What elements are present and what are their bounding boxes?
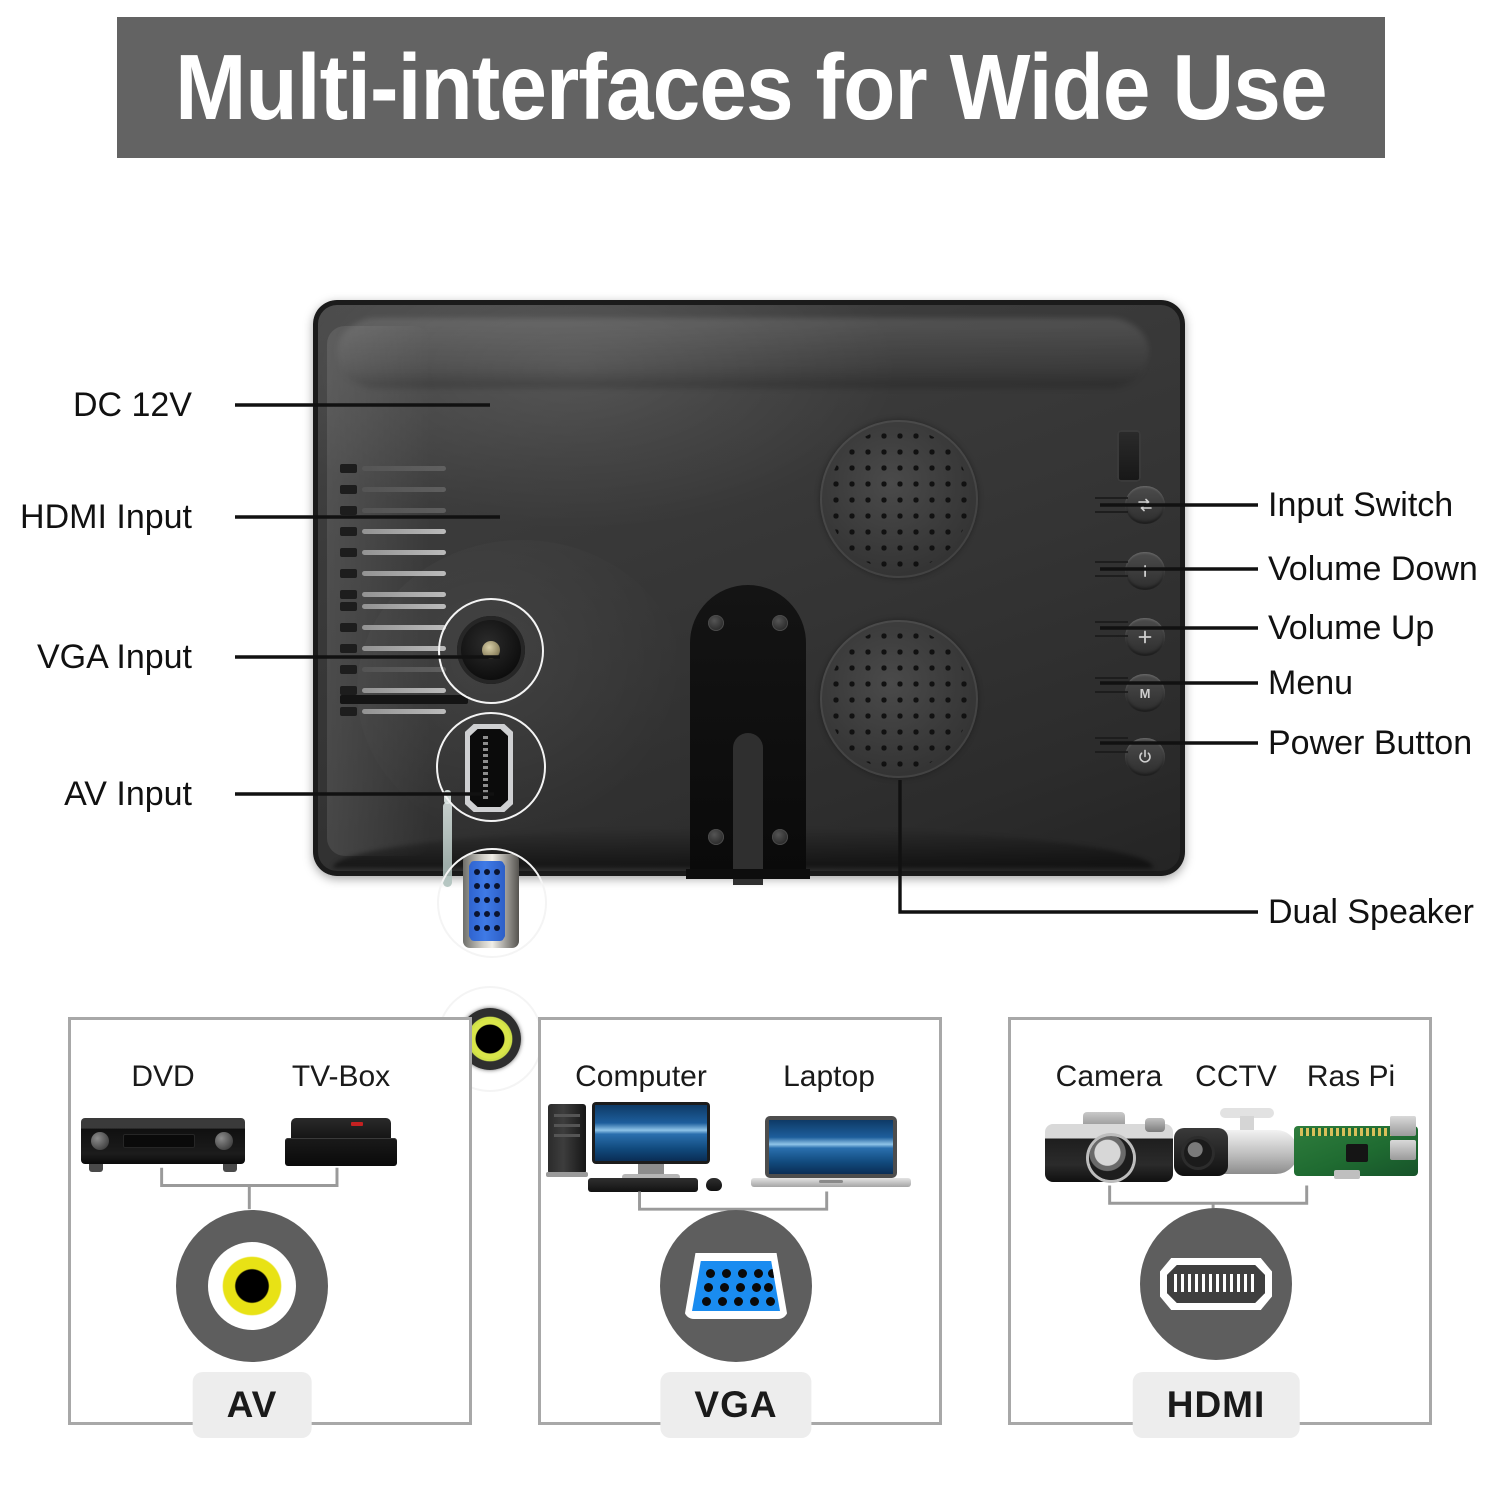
speaker-grille-top (820, 420, 978, 578)
device-name-laptop: Laptop (783, 1060, 875, 1093)
tv-box-icon (285, 1118, 397, 1170)
callout-label-av-input: AV Input (64, 775, 192, 813)
badge-vga: VGA (660, 1372, 812, 1438)
device-name-cctv: CCTV (1195, 1060, 1277, 1093)
speaker-hole-pattern (828, 628, 970, 770)
speaker-hole-pattern (828, 428, 970, 570)
dc-port-highlight-ring (438, 598, 544, 704)
page-title: Multi-interfaces for Wide Use (175, 35, 1327, 139)
stand-screw (708, 615, 724, 631)
volume-down-icon[interactable] (1125, 552, 1165, 590)
menu-m-icon[interactable]: M (1125, 674, 1165, 712)
callout-label-volume-down: Volume Down (1268, 550, 1478, 588)
callout-label-input-switch: Input Switch (1268, 486, 1454, 524)
callout-label-power-button: Power Button (1268, 724, 1473, 762)
stand-screw (708, 829, 724, 845)
callout-label-vga-input: VGA Input (37, 638, 192, 676)
stand-screw (772, 829, 788, 845)
vga-port-highlight-ring (437, 848, 547, 958)
panel-vga: Computer Laptop (538, 1017, 942, 1438)
monitor-stand-bracket (686, 585, 810, 885)
monitor-diagram: M (0, 250, 1500, 1092)
rca-composite-jack-icon (176, 1210, 328, 1362)
header-banner: Multi-interfaces for Wide Use (117, 17, 1385, 158)
badge-av: AV (192, 1372, 312, 1438)
callout-label-menu: Menu (1268, 664, 1354, 702)
hdmi-port-highlight-ring (436, 712, 546, 822)
stand-screw (772, 615, 788, 631)
raspberry-pi-icon (1294, 1112, 1418, 1182)
cctv-camera-icon (1174, 1108, 1304, 1184)
hdmi-connector-body (1160, 1258, 1272, 1310)
volume-up-icon[interactable] (1125, 618, 1165, 656)
callout-label-volume-up: Volume Up (1268, 609, 1435, 647)
badge-hdmi: HDMI (1132, 1372, 1300, 1438)
device-name-computer: Computer (575, 1060, 707, 1093)
speaker-grille-bottom (820, 620, 978, 778)
device-name-dvd: DVD (131, 1060, 195, 1093)
ir-sensor-window (1117, 430, 1141, 482)
vga-connector-icon (660, 1210, 812, 1362)
callout-label-dc-12v: DC 12V (72, 386, 192, 424)
callout-label-hdmi-input: HDMI Input (20, 498, 192, 536)
vent-underline (340, 695, 468, 704)
device-name-ras-pi: Ras Pi (1306, 1060, 1396, 1093)
device-name-tv-box: TV-Box (291, 1060, 391, 1093)
laptop-icon (751, 1116, 911, 1196)
desktop-computer-icon (546, 1102, 736, 1194)
rca-jack-rings (208, 1242, 296, 1330)
device-name-camera: Camera (1055, 1060, 1163, 1093)
dvd-player-icon (77, 1116, 249, 1172)
hdmi-connector-icon (1140, 1208, 1292, 1360)
input-switch-icon[interactable] (1125, 486, 1165, 524)
dslr-camera-icon (1045, 1112, 1173, 1186)
callout-label-dual-speaker: Dual Speaker (1268, 893, 1475, 931)
power-icon[interactable] (1125, 738, 1165, 776)
vga-connector-body (684, 1253, 788, 1319)
monitor-top-ridge (337, 318, 1149, 388)
panel-av: DVD TV-Box AV (68, 1017, 472, 1438)
indicator-strip (443, 802, 452, 887)
panel-hdmi: Camera CCTV Ras Pi HDMI (1008, 1017, 1432, 1438)
stand-slot (733, 733, 763, 885)
stand-foot (686, 869, 810, 879)
